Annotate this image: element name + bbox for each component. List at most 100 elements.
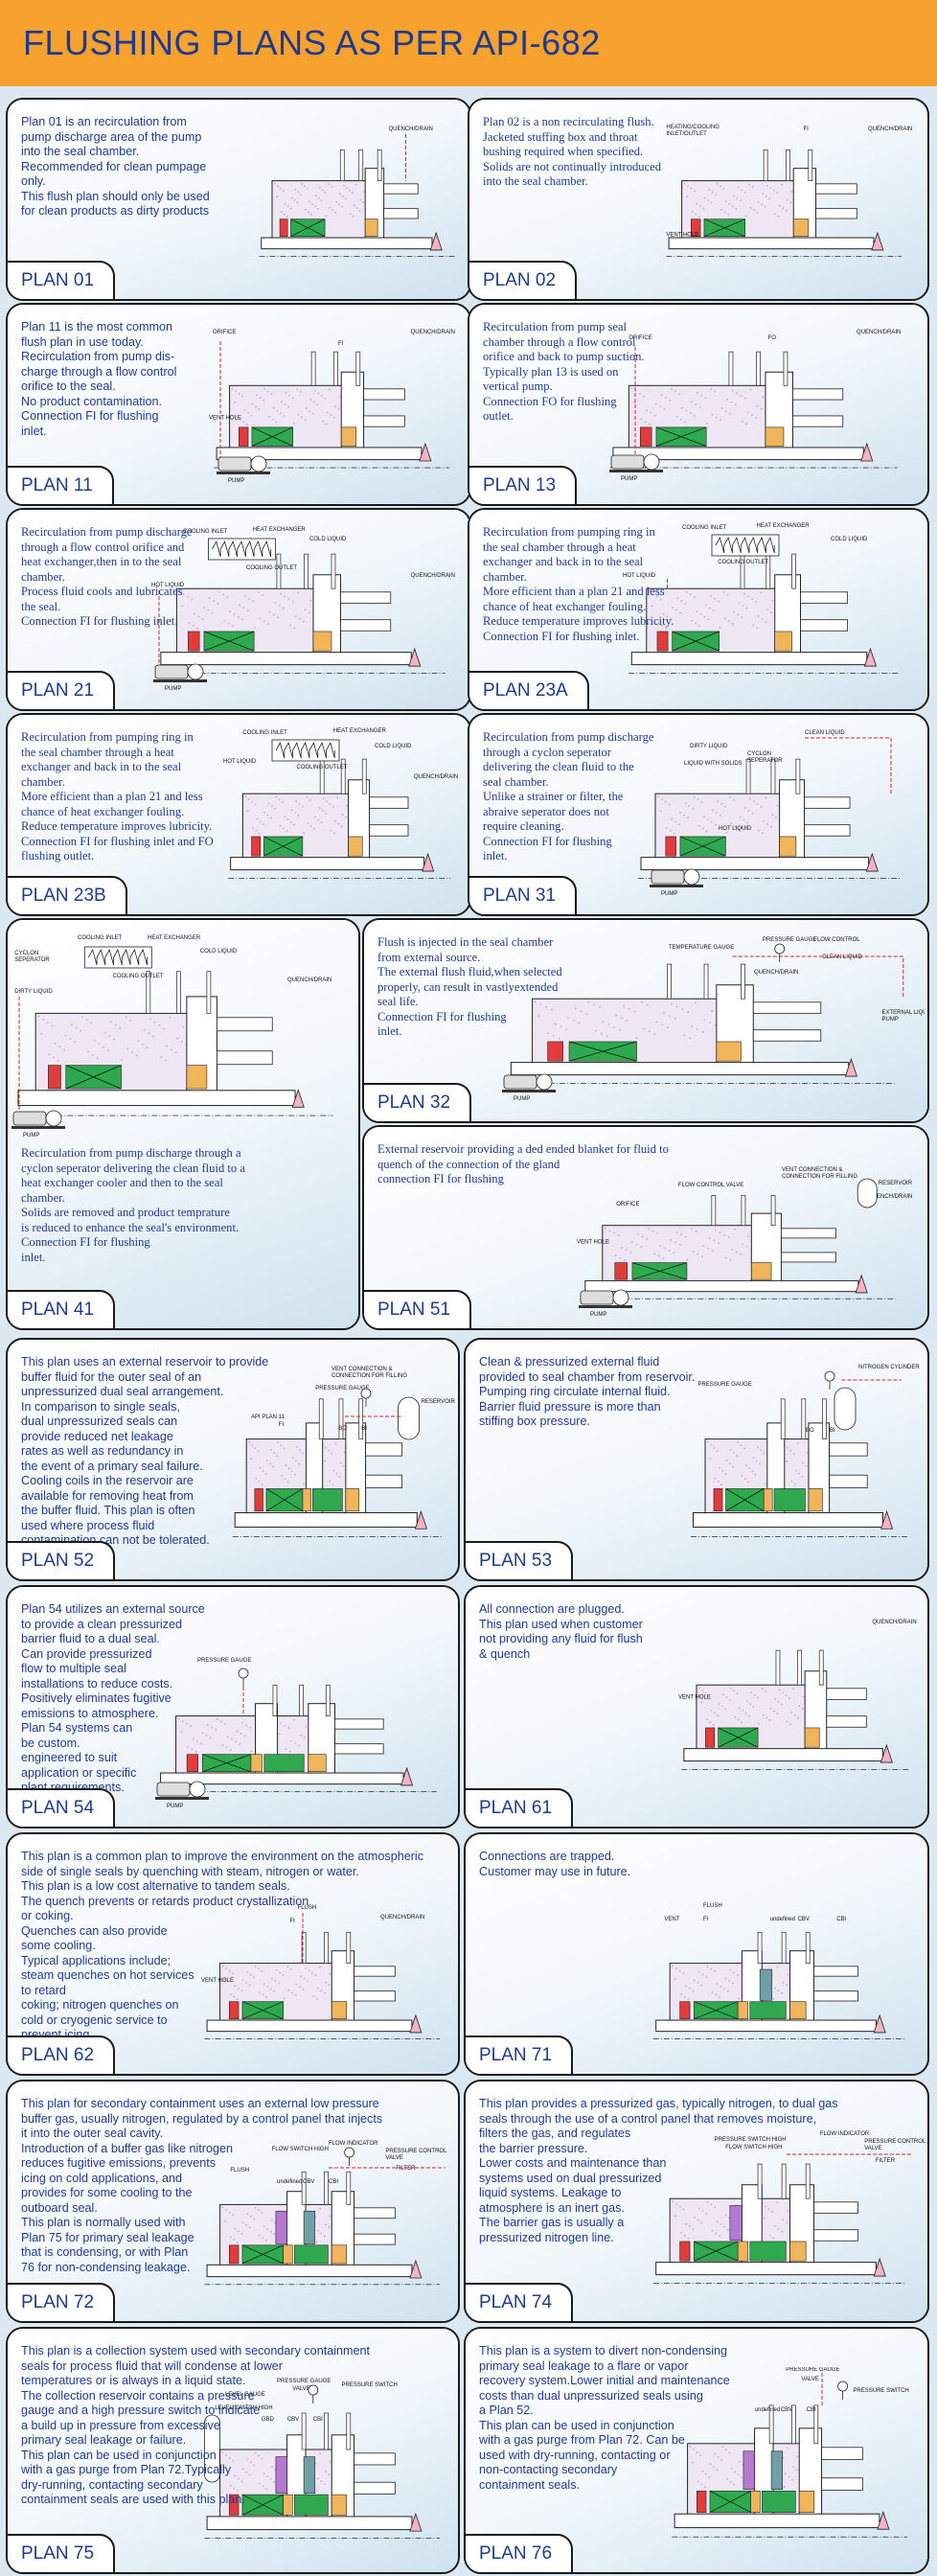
reservoir-icon [834,1387,857,1431]
plan-description: Recirculation from pump discharge throug… [21,1146,245,1264]
flow-indicator-label: FLOW INDICATOR [329,2141,378,2147]
cold-liquid-label: COLD LIQUID [309,537,347,542]
hot-liquid-label: HOT LIQUID [151,583,185,588]
heat-exchanger-label: HEAT EXCHANGER [757,523,811,529]
flow-control-valve-label: FLOW CONTROL VALVE [678,1183,743,1188]
plan-description: External reservoir providing a ded ended… [377,1142,669,1185]
pressure-gauge-label: PRESSURE GAUGE [763,937,816,943]
heat-exchanger-icon [711,534,780,557]
plan-description: Plan 01 is an recirculation from pump di… [21,115,210,218]
gauge-icon [774,943,786,954]
cyclone-separator-label: CYCLON [14,951,38,956]
heat-exchanger-icon [208,538,276,561]
seal-assembly [652,2163,906,2284]
reservoir-label: RESERVOIR [879,1181,913,1186]
port-cbv-label: CBV [798,1917,810,1922]
port-cbd-label: undefined [755,2407,780,2413]
pressure-gauge-label: PRESSURE GAUGE [315,1386,369,1392]
port-cbv-label: CBV [287,2417,299,2423]
plan-description: This plan is a common plan to improve th… [21,1850,424,2041]
quench-drain-label: QUENCH/DRAIN [414,774,458,780]
plan-label-tab: PLAN 32 [364,1083,472,1121]
port-cbi-label: CBI [329,2179,338,2185]
port-cbd-label: undefined [770,1917,795,1922]
cold-liquid-label: COLD LIQUID [831,537,868,542]
cooling-inlet-label: COOLING INLET [242,730,287,736]
cooling-inlet-label: COOLING INLET [682,525,727,531]
vent-hole-label: VENT HOLE [577,1240,609,1246]
plan-label-tab: PLAN 71 [466,2036,574,2074]
panel-background [8,1340,458,1579]
plan-label-tab: PLAN 11 [8,466,114,504]
pump-icon [609,453,663,472]
vent-hole-label: VENT HOLE [678,1695,711,1701]
plan-panel: COOLING INLET HEAT EXCHANGER COLD LIQUID HO… [468,508,929,711]
orifice-label: ORIFICE [213,330,236,335]
hot-liquid-label: HOT LIQUID [623,573,656,579]
seal-assembly [638,758,900,879]
seal-flush-diagram: COOLING INLET HEAT EXCHANGER COLD LIQUID HO… [623,523,900,674]
port-bi-label: BI [830,1428,835,1434]
pump-label: PUMP [621,476,637,482]
pressure-switch-label: PRESSURE SWITCH [853,2388,908,2394]
seal-assembly [14,971,333,1116]
cold-liquid-label: COLD LIQUID [375,744,412,749]
port-fi-label: FI [338,341,344,347]
cooling-outlet-label: COOLING OUTLET [113,974,164,979]
plan-description: Plan 54 utilizes an external source to p… [21,1602,205,1794]
quench-drain-label: QUENCH/DRAIN [389,126,433,132]
cooling-outlet-label: COOLING OUTLET [297,765,348,770]
plan-label-tab: PLAN 76 [466,2534,574,2572]
plan-description: This plan is a system to divert non-cond… [479,2344,730,2492]
flush-line [219,341,247,468]
pressure-switch-label: PRESSURE SWITCH [342,2382,398,2388]
plan-description: All connection are plugged. This plan us… [479,1602,643,1661]
pump-label: PUMP [167,1804,183,1809]
pump-icon [155,1781,209,1800]
plan-description: Recirculation from pumping ring in the s… [21,730,214,862]
seal-assembly [672,2404,907,2538]
heat-exchanger-label: HEAT EXCHANGER [333,728,387,734]
plans-sheet: QUENCH/DRAIN Plan 01 is an recirculation … [0,86,937,2576]
seal-assembly [609,351,898,469]
flow-control-label: FLOW CONTROL [813,937,860,943]
reservoir-icon [204,2414,220,2483]
cooling-inlet-label: COOLING INLET [78,935,123,941]
heat-exchanger-label: HEAT EXCHANGER [148,935,201,941]
cyclone-separator-label: CYCLON [747,751,771,757]
plan-label-tab: PLAN 72 [8,2283,116,2321]
plan-description: Plan 11 is the most common flush plan in… [21,320,177,438]
cyclone-separator-label: SEPERATOR [747,758,783,764]
plan-description: This plan is a collection system used wi… [21,2344,370,2506]
flush-label: FLUSH [298,1905,317,1911]
seal-assembly [204,2171,440,2286]
heat-exchanger-icon [271,739,340,762]
plan-label-tab: PLAN 52 [8,1541,116,1579]
hot-liquid-label: HOT LIQUID [223,759,257,765]
plan-description: Recirculation from pump seal chamber thr… [483,320,645,423]
plan-description: Recirculation from pumping ring in the s… [483,525,674,643]
pump-label: PUMP [165,686,181,692]
plan-label-tab: PLAN 75 [8,2534,116,2572]
port-bo-label: BO [806,1428,814,1434]
pump-icon [217,455,270,474]
port-cbv-label: CBV [303,2179,314,2185]
plan-label-tab: PLAN 61 [466,1788,574,1827]
panel-background [8,2082,458,2321]
pressure-switch-high-label: PRESSURE SWITCH HIGH [715,2137,787,2143]
plan-label-tab: PLAN 62 [8,2036,116,2074]
clean-liquid-label: CLEAN LIQUID [822,954,862,960]
flush-label: FLUSH [703,1903,722,1909]
vent-label: VENT [664,1917,679,1922]
heating-cooling-label: HEATING/COOLING [666,125,720,130]
